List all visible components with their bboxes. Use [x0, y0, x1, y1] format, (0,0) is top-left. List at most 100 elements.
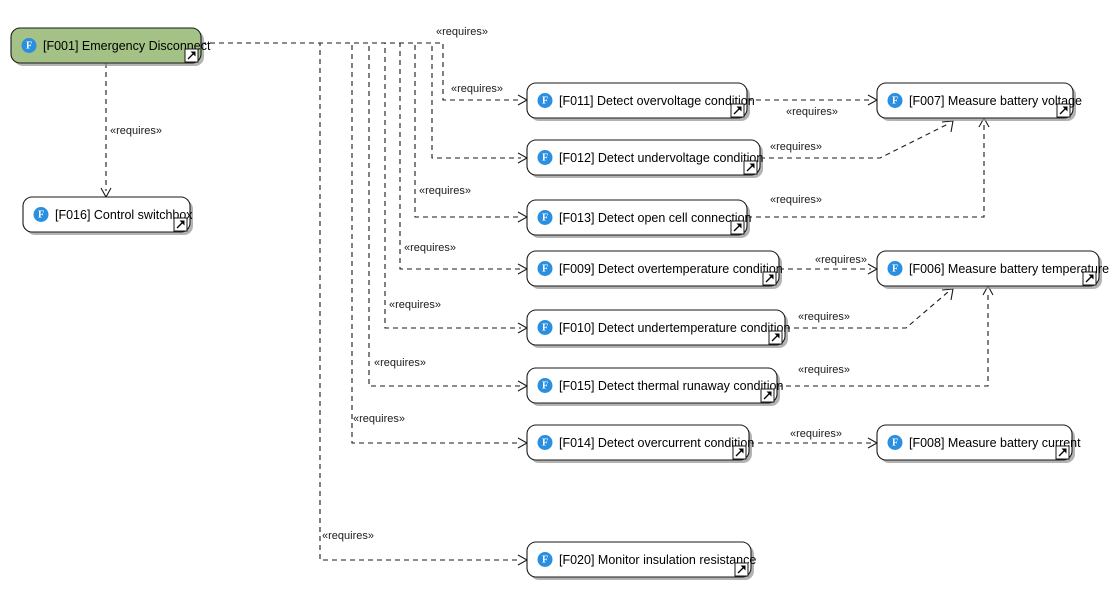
external-link-icon[interactable] — [760, 388, 775, 403]
edge-f009-to-f006[interactable]: «requires» — [779, 254, 879, 275]
external-link-icon[interactable] — [732, 445, 747, 460]
feature-f-icon: F — [537, 378, 553, 393]
node-body[interactable] — [526, 309, 786, 346]
edge-arrowhead — [867, 94, 879, 106]
node-body[interactable] — [526, 139, 761, 176]
edge-f014-to-f008[interactable]: «requires» — [749, 428, 879, 449]
node-f011[interactable]: F [F011] Detect overvoltage condition — [526, 82, 755, 121]
edge-label: «requires» — [322, 530, 374, 542]
edge-f001-to-f012[interactable]: «requires» — [201, 26, 529, 164]
external-link-icon[interactable] — [1056, 103, 1071, 118]
node-label: [F012] Detect undervoltage condition — [559, 151, 763, 165]
edge-label: «requires» — [110, 125, 162, 137]
node-body[interactable] — [876, 82, 1074, 119]
edge-label: «requires» — [786, 106, 838, 118]
edge-f015-to-f006[interactable]: «requires» — [777, 284, 994, 387]
node-label: [F014] Detect overcurrent condition — [559, 436, 754, 450]
node-f013[interactable]: F[F013] Detect open cell connection — [526, 199, 752, 238]
node-f009[interactable]: F [F009] Detect overtemperature condition — [526, 250, 783, 289]
edge-f001-to-f014[interactable]: «requires» — [201, 42, 529, 449]
external-link-icon[interactable] — [743, 160, 758, 175]
edge-arrowhead — [517, 554, 529, 566]
node-f001[interactable]: F[F001] Emergency Disconnect — [10, 27, 211, 66]
feature-f-icon: F — [33, 207, 49, 222]
edge-path — [201, 42, 521, 159]
feature-f-icon: F — [537, 435, 553, 450]
node-f008[interactable]: F[F008] Measure battery current — [876, 424, 1081, 463]
feature-f-icon: F — [537, 93, 553, 108]
edge-label: «requires» — [389, 299, 441, 311]
svg-text:F: F — [542, 212, 548, 223]
edge-f001-to-f016[interactable]: «requires» — [100, 63, 162, 199]
edge-label: «requires» — [404, 242, 456, 254]
node-body[interactable] — [526, 424, 750, 461]
feature-f-icon: F — [887, 261, 903, 276]
external-link-icon[interactable] — [173, 217, 188, 232]
node-label: [F007] Measure battery voltage — [909, 94, 1082, 108]
edge-label: «requires» — [436, 26, 488, 38]
external-link-icon[interactable] — [730, 220, 745, 235]
edge-arrowhead — [941, 288, 954, 301]
svg-text:F: F — [542, 263, 548, 274]
svg-text:F: F — [892, 437, 898, 448]
edge-label: «requires» — [419, 185, 471, 197]
node-f010[interactable]: F[F010] Detect undertemperature conditio… — [526, 309, 790, 348]
node-f014[interactable]: F [F014] Detect overcurrent condition — [526, 424, 754, 463]
edge-f012-to-f007[interactable]: «requires» — [760, 120, 954, 159]
edge-f001-to-f009[interactable]: «requires» — [201, 42, 529, 275]
svg-text:F: F — [542, 380, 548, 391]
node-f016[interactable]: F [F016] Control switchbox — [22, 196, 193, 235]
edge-arrowhead — [517, 437, 529, 449]
external-link-icon[interactable] — [1055, 445, 1070, 460]
node-label: [F011] Detect overvoltage condition — [559, 94, 755, 108]
svg-text:F: F — [542, 554, 548, 565]
external-link-icon[interactable] — [768, 330, 783, 345]
edge-f010-to-f006[interactable]: «requires» — [785, 288, 954, 329]
node-label: [F020] Monitor insulation resistance — [559, 553, 756, 567]
node-body[interactable] — [526, 82, 748, 119]
edge-f001-to-f020[interactable]: «requires» — [201, 42, 529, 566]
node-body[interactable] — [22, 196, 191, 233]
edge-f011-to-f007[interactable]: «requires» — [747, 94, 879, 118]
edge-path — [777, 292, 989, 387]
edge-path — [760, 123, 949, 159]
edge-f001-to-f011[interactable]: «requires» — [201, 42, 529, 106]
edge-label: «requires» — [451, 83, 503, 95]
svg-text:F: F — [38, 209, 44, 220]
node-label: [F016] Control switchbox — [55, 208, 193, 222]
node-body[interactable] — [526, 541, 752, 578]
svg-text:F: F — [26, 40, 32, 51]
edge-f013-to-f007[interactable]: «requires» — [747, 116, 990, 218]
node-body[interactable] — [876, 424, 1073, 461]
node-f012[interactable]: F [F012] Detect undervoltage condition — [526, 139, 763, 178]
node-f007[interactable]: F [F007] Measure battery voltage — [876, 82, 1082, 121]
svg-text:F: F — [542, 437, 548, 448]
external-link-icon[interactable] — [734, 562, 749, 577]
feature-f-icon: F — [537, 261, 553, 276]
node-label: [F009] Detect overtemperature condition — [559, 262, 783, 276]
edge-path — [201, 42, 521, 561]
node-body[interactable] — [526, 367, 778, 404]
external-link-icon[interactable] — [730, 103, 745, 118]
external-link-icon[interactable] — [762, 271, 777, 286]
node-f015[interactable]: F[F015] Detect thermal runaway condition — [526, 367, 783, 406]
feature-f-icon: F — [537, 150, 553, 165]
svg-text:F: F — [892, 95, 898, 106]
node-body[interactable] — [876, 250, 1100, 287]
node-f006[interactable]: F[F006] Measure battery temperature — [876, 250, 1109, 289]
node-f020[interactable]: F [F020] Monitor insulation resistance — [526, 541, 756, 580]
node-body[interactable] — [526, 250, 780, 287]
external-link-icon[interactable] — [1082, 271, 1097, 286]
feature-f-icon: F — [537, 210, 553, 225]
edge-f001-to-f013[interactable]: «requires» — [201, 42, 529, 223]
node-body[interactable] — [526, 199, 748, 236]
edge-label: «requires» — [374, 357, 426, 369]
edge-label: «requires» — [770, 141, 822, 153]
external-link-icon[interactable] — [184, 48, 199, 63]
node-body[interactable] — [10, 27, 202, 64]
edge-label: «requires» — [790, 428, 842, 440]
edge-path — [785, 291, 949, 329]
